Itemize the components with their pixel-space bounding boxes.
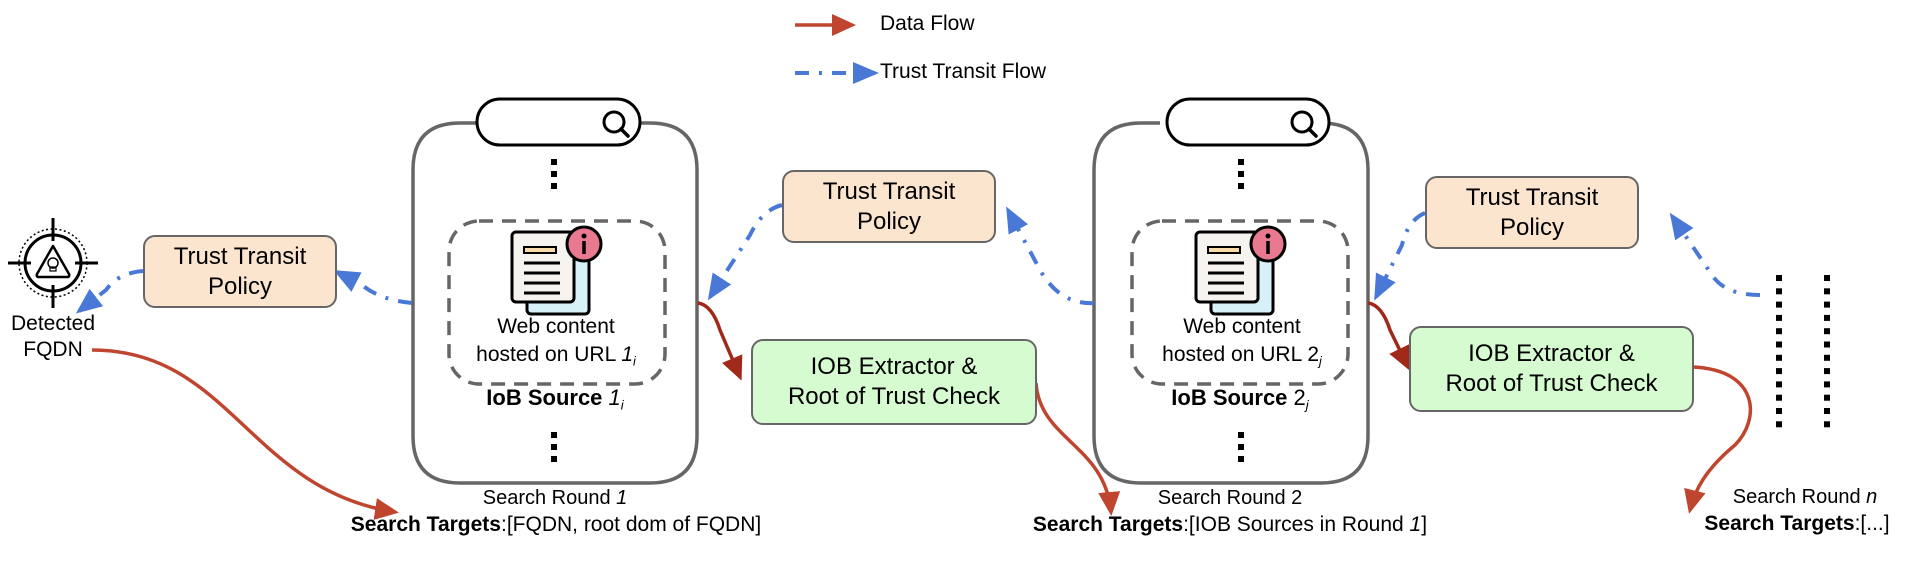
data-flow-extractor1-to-round2 bbox=[1034, 382, 1121, 516]
continuation-dot bbox=[1824, 314, 1830, 321]
search-targets-n: Search Targets:[...] bbox=[1704, 512, 1890, 535]
continuation-dot bbox=[1824, 368, 1830, 375]
search-icon bbox=[602, 110, 630, 138]
search-bar-2[interactable] bbox=[1165, 97, 1331, 147]
iob-extractor-2[interactable]: IOB Extractor &Root of Trust Check bbox=[1409, 326, 1694, 412]
search-targets-1: Search Targets:[FQDN, root dom of FQDN] bbox=[350, 513, 762, 536]
data-flow-extractor2-to-roundn bbox=[1684, 365, 1753, 514]
search-round-n-label: Search Round n bbox=[1732, 486, 1878, 508]
web-content-region-1 bbox=[447, 219, 667, 386]
continuation-dot bbox=[1776, 354, 1782, 361]
continuation-dot bbox=[1776, 301, 1782, 308]
continuation-dot bbox=[1776, 394, 1782, 401]
search-targets-2: Search Targets:[IOB Sources in Round 1] bbox=[1032, 513, 1428, 536]
search-round-2-label: Search Round 2 bbox=[1157, 487, 1303, 509]
search-round-1-container bbox=[411, 97, 699, 485]
continuation-dot bbox=[1824, 288, 1830, 295]
continuation-dot bbox=[1776, 368, 1782, 375]
continuation-dot bbox=[1776, 421, 1782, 428]
continuation-dot bbox=[1824, 341, 1830, 348]
continuation-dots bbox=[1776, 275, 1830, 428]
web-content-label-1: Web content hosted on URL 1i bbox=[476, 315, 636, 369]
data-flow-fqdn-to-round1 bbox=[91, 348, 399, 520]
iob-extractor-1[interactable]: IOB Extractor &Root of Trust Check bbox=[751, 339, 1037, 425]
search-bar-1[interactable] bbox=[475, 97, 642, 147]
trust-flow-policy3-to-source2 bbox=[1374, 211, 1426, 301]
ellipsis-dots bbox=[551, 159, 1244, 462]
continuation-dot bbox=[1824, 381, 1830, 388]
iob-source-label-2: IoB Source 2j bbox=[1171, 385, 1309, 413]
iob-source-label-1: IoB Source 1i bbox=[486, 385, 624, 413]
trust-flow-policy1-to-fqdn bbox=[75, 269, 144, 314]
web-document-icon bbox=[510, 225, 603, 316]
trust-flow-source1-to-policy1 bbox=[333, 270, 413, 305]
continuation-dot bbox=[1824, 354, 1830, 361]
web-document-icon bbox=[1194, 225, 1287, 316]
trust-flow-roundn-to-policy3 bbox=[1669, 212, 1761, 297]
continuation-dot bbox=[1776, 381, 1782, 388]
continuation-dot bbox=[1824, 408, 1830, 414]
web-content-region-2 bbox=[1130, 219, 1350, 386]
legend-data-flow-label: Data Flow bbox=[880, 12, 975, 35]
search-icon bbox=[1290, 110, 1318, 138]
legend-trust-flow-label: Trust Transit Flow bbox=[880, 60, 1047, 83]
trust-flow-source2-to-policy2 bbox=[1006, 206, 1095, 306]
data-flow-source2-to-extractor2 bbox=[1367, 301, 1410, 371]
continuation-dot bbox=[1776, 328, 1782, 335]
legend bbox=[795, 14, 879, 84]
continuation-dot bbox=[1776, 314, 1782, 321]
continuation-dot bbox=[1824, 394, 1830, 401]
continuation-dot bbox=[1776, 275, 1782, 281]
detected-fqdn-label: Detected FQDN bbox=[11, 311, 95, 363]
extractor-label: IOB Extractor &Root of Trust Check bbox=[787, 353, 1001, 410]
continuation-dot bbox=[1824, 301, 1830, 308]
detected-label-line2: FQDN bbox=[23, 338, 83, 361]
info-badge-icon bbox=[1249, 225, 1287, 263]
search-round-2-container bbox=[1092, 97, 1370, 485]
continuation-dot bbox=[1776, 341, 1782, 348]
web-content-label-2: Web content hosted on URL 2j bbox=[1162, 315, 1322, 369]
search-round-1-label: Search Round 1 bbox=[482, 487, 628, 509]
data-flows bbox=[91, 301, 1753, 520]
extractor-label: IOB Extractor &Root of Trust Check bbox=[1445, 340, 1658, 397]
trust-flow-policy2-to-source1 bbox=[707, 203, 783, 301]
continuation-dot bbox=[1824, 328, 1830, 335]
continuation-dot bbox=[1824, 275, 1830, 281]
data-flow-source1-to-extractor1 bbox=[697, 301, 743, 381]
continuation-dot bbox=[1776, 408, 1782, 414]
continuation-dot bbox=[1776, 288, 1782, 295]
detected-label-line1: Detected bbox=[10, 312, 96, 335]
trust-transit-flows bbox=[75, 203, 1761, 314]
info-badge-icon bbox=[565, 225, 603, 263]
continuation-dot bbox=[1824, 421, 1830, 428]
target-hazard-icon bbox=[8, 218, 98, 308]
